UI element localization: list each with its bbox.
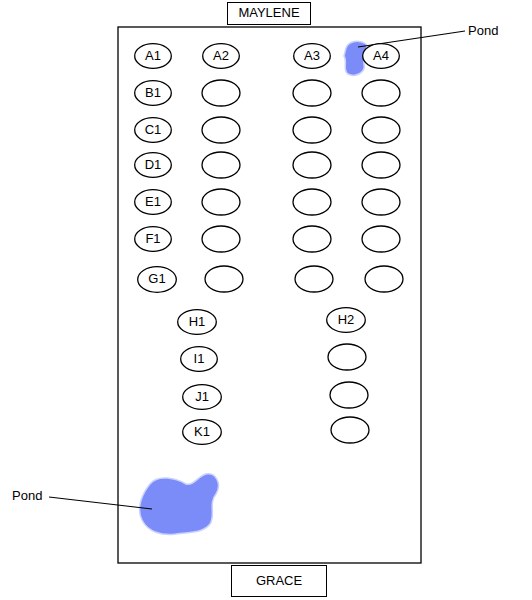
plot-oval: A1 <box>134 43 172 69</box>
pond-label: Pond <box>12 489 42 503</box>
plot-id: E1 <box>145 195 161 209</box>
plot-id: G1 <box>148 272 165 286</box>
plot-oval: H2 <box>326 307 366 333</box>
plot-id: A4 <box>373 49 389 63</box>
plot-oval: K1 <box>182 419 222 445</box>
plot-id: J1 <box>195 390 209 404</box>
plot-oval: H1 <box>177 309 217 335</box>
plot-oval: A4 <box>362 43 400 69</box>
pond-label: Pond <box>468 24 498 38</box>
plot-oval: E1 <box>134 189 172 215</box>
plot-oval: I1 <box>180 346 218 372</box>
plot-id: H1 <box>189 315 206 329</box>
plot-oval: B1 <box>134 80 172 106</box>
site-boundary <box>118 27 421 563</box>
plot-id: C1 <box>145 123 162 137</box>
plot-id: H2 <box>338 313 355 327</box>
plot-id: D1 <box>145 158 162 172</box>
plot-oval: A3 <box>293 43 331 69</box>
road-label-box: MAYLENE <box>227 2 311 25</box>
plot-id: B1 <box>145 86 161 100</box>
plot-id: I1 <box>194 352 205 366</box>
empty-plots <box>202 80 403 443</box>
plot-id: A1 <box>145 49 161 63</box>
plot-oval: C1 <box>134 117 172 143</box>
plot-id: K1 <box>194 425 210 439</box>
plot-oval: A2 <box>202 43 240 69</box>
road-name: MAYLENE <box>238 6 299 20</box>
road-name: GRACE <box>256 574 302 588</box>
plot-id: A2 <box>213 49 229 63</box>
plot-oval: G1 <box>137 266 177 293</box>
plot-id: A3 <box>304 49 320 63</box>
plot-oval: F1 <box>134 226 172 252</box>
plot-oval: D1 <box>134 152 172 178</box>
plot-id: F1 <box>145 232 160 246</box>
road-label-box: GRACE <box>231 565 327 597</box>
large-pond <box>140 474 219 535</box>
plot-oval: J1 <box>182 384 222 410</box>
leader-line <box>49 497 152 509</box>
